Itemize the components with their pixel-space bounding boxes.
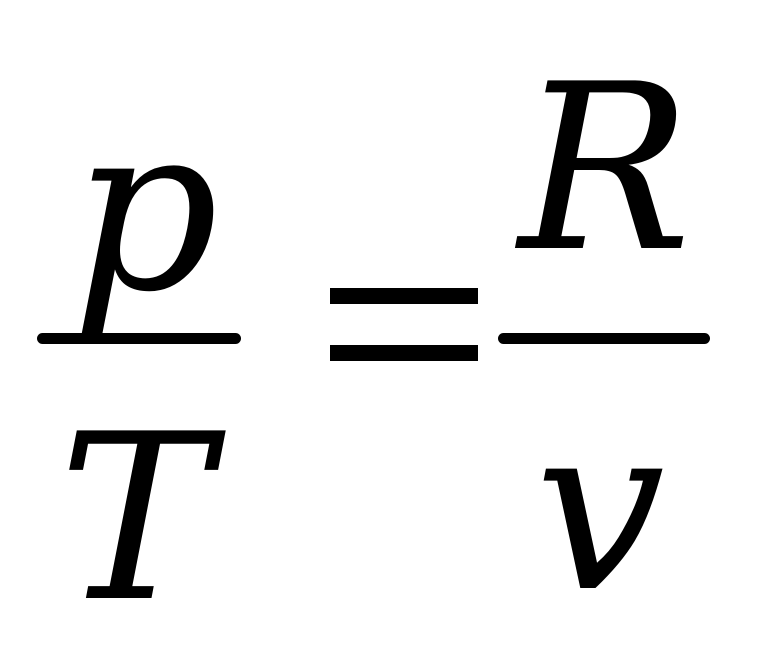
right-denominator: v <box>535 376 665 643</box>
left-fraction-bar <box>37 333 241 344</box>
right-numerator: R <box>518 36 692 303</box>
left-numerator: p <box>71 76 219 343</box>
left-denominator: T <box>58 386 212 653</box>
equals-bottom-bar <box>330 345 478 361</box>
equals-top-bar <box>330 288 478 304</box>
right-fraction-bar <box>498 333 710 344</box>
